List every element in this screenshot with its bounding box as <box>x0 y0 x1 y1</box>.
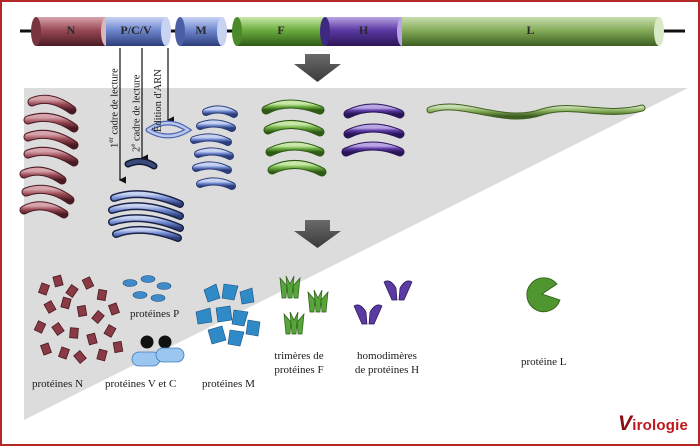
gene-n <box>31 17 111 46</box>
m-mrna <box>190 105 238 190</box>
gene-label-l: L <box>526 23 535 37</box>
gene-m <box>175 17 227 46</box>
frame2-label: 2e cadre de lecture <box>129 74 143 152</box>
down-arrow-icon <box>294 54 341 82</box>
h-proteins-label-line1: homodimères <box>357 350 417 362</box>
f-proteins-label-line2: protéines F <box>274 364 324 376</box>
h-proteins-label-line2: de protéines H <box>354 364 420 376</box>
gene-label-n: N <box>66 23 76 37</box>
gene-h <box>320 17 407 46</box>
virologie-logo: Virologie <box>618 412 688 435</box>
f-proteins-label-line1: trimères de <box>274 350 324 362</box>
vc-proteins-label: protéines V et C <box>105 378 177 390</box>
n-proteins-label: protéines N <box>32 378 84 390</box>
l-protein-label: protéine L <box>521 356 567 368</box>
m-proteins-label: protéines M <box>202 378 255 390</box>
h-mrna <box>341 103 405 157</box>
f-protein-trimers <box>279 275 329 335</box>
l-mrna <box>426 103 646 120</box>
gene-label-f: F <box>277 23 285 37</box>
gene-f <box>232 17 325 46</box>
p-proteins <box>122 275 172 302</box>
gene-label-pcv: P/C/V <box>120 23 152 37</box>
translation-field <box>24 88 688 420</box>
gene-label-h: H <box>358 23 369 37</box>
frame1-label: 1er cadre de lecture <box>107 68 121 148</box>
vc-proteins <box>131 335 185 367</box>
rna-editing-label: Édition d'ARN <box>153 69 164 132</box>
f-mrna <box>261 99 327 177</box>
h-protein-homodimers <box>353 280 413 325</box>
gene-label-m: M <box>195 23 207 37</box>
p-proteins-label: protéines P <box>130 308 180 320</box>
l-protein <box>526 277 561 313</box>
down-arrow-icon <box>294 220 341 248</box>
n-proteins <box>33 274 124 364</box>
gene-l <box>402 17 664 46</box>
gene-pcv <box>106 17 171 46</box>
n-mrna <box>19 94 79 219</box>
pvc-mrna <box>108 120 193 242</box>
m-proteins <box>195 283 261 347</box>
